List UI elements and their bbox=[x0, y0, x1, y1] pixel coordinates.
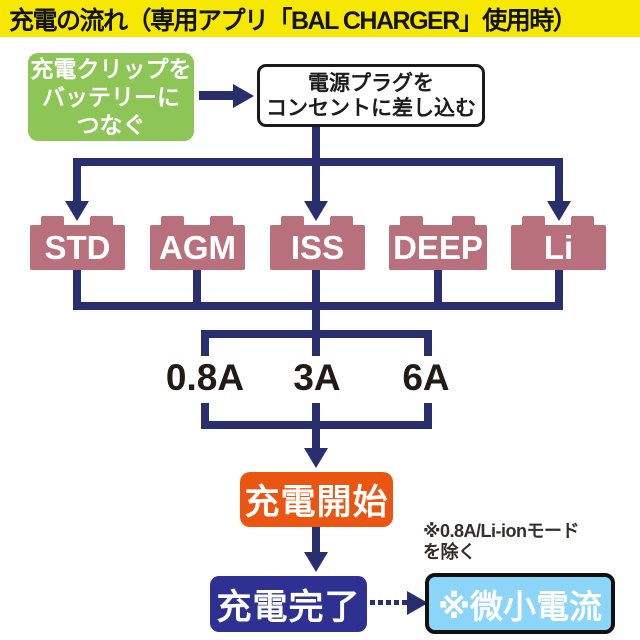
charge-start-box: 充電開始 bbox=[240, 472, 393, 527]
footnote-text: ※0.8A/Li-ionモード を除く bbox=[423, 521, 580, 562]
connector-line bbox=[555, 158, 563, 202]
connector-line bbox=[312, 270, 320, 310]
connector-line bbox=[312, 127, 320, 166]
trickle-current-box: ※微小電流 bbox=[425, 573, 615, 634]
dotted-arrow-icon bbox=[386, 600, 391, 605]
connector-line bbox=[201, 330, 209, 356]
page-title: 充電の流れ（専用アプリ「BAL CHARGER」使用時） bbox=[9, 6, 578, 35]
connector-line bbox=[312, 330, 320, 356]
battery-icon-agm: AGM bbox=[150, 216, 245, 270]
charge-complete-box: 充電完了 bbox=[210, 576, 367, 632]
battery-terminal bbox=[210, 216, 233, 226]
battery-icon-li: Li bbox=[511, 216, 606, 270]
current-bracket-bottom bbox=[201, 421, 432, 429]
clip-step-label: 充電クリップを バッテリーに つなぐ bbox=[30, 56, 192, 138]
charge-complete-label: 充電完了 bbox=[216, 587, 361, 627]
connector-line bbox=[201, 403, 209, 429]
battery-label: DEEP bbox=[393, 228, 483, 266]
battery-label: STD bbox=[44, 228, 111, 266]
arrow-down-icon bbox=[304, 552, 328, 572]
plug-step-label: 電源プラグを コンセントに差し込む bbox=[266, 71, 476, 120]
arrow-right-icon bbox=[233, 83, 254, 108]
connector-line bbox=[73, 270, 81, 310]
current-label-0-8a: 0.8A bbox=[165, 357, 245, 398]
connector-line bbox=[73, 158, 81, 202]
connector-line bbox=[424, 403, 432, 429]
battery-terminal bbox=[161, 216, 184, 226]
battery-terminal bbox=[330, 216, 353, 226]
battery-icon-deep: DEEP bbox=[389, 216, 487, 270]
battery-terminal bbox=[281, 216, 304, 226]
plug-step-box: 電源プラグを コンセントに差し込む bbox=[257, 64, 485, 127]
battery-label: AGM bbox=[159, 228, 236, 266]
connector-line bbox=[193, 270, 201, 310]
arrow-right-icon bbox=[407, 591, 428, 615]
connector-line bbox=[312, 429, 320, 449]
dotted-arrow-icon bbox=[402, 600, 407, 605]
battery-terminal bbox=[90, 216, 113, 226]
arrow-clip-to-plug-shaft bbox=[199, 91, 235, 100]
dotted-arrow-icon bbox=[394, 600, 399, 605]
clip-step-box: 充電クリップを バッテリーに つなぐ bbox=[28, 53, 194, 141]
battery-terminal bbox=[522, 216, 545, 226]
page-banner: 充電の流れ（専用アプリ「BAL CHARGER」使用時） bbox=[0, 0, 640, 37]
battery-terminal bbox=[452, 216, 475, 226]
arrow-down-icon bbox=[304, 201, 328, 221]
connector-line bbox=[555, 270, 563, 310]
arrow-down-icon bbox=[304, 448, 328, 468]
current-label-3a: 3A bbox=[293, 357, 341, 398]
battery-terminal bbox=[571, 216, 594, 226]
battery-label: Li bbox=[543, 228, 574, 266]
arrow-down-icon bbox=[547, 201, 571, 221]
dotted-arrow-icon bbox=[370, 600, 375, 605]
connector-line bbox=[312, 302, 320, 338]
dotted-arrow-icon bbox=[378, 600, 383, 605]
battery-icon-std: STD bbox=[30, 216, 125, 270]
charge-start-label: 充電開始 bbox=[244, 483, 389, 522]
arrow-down-icon bbox=[65, 201, 89, 221]
branch-bar-top bbox=[73, 158, 563, 166]
connector-line bbox=[434, 270, 442, 310]
connector-line bbox=[312, 527, 320, 553]
trickle-current-label: ※微小電流 bbox=[437, 587, 603, 625]
battery-label: ISS bbox=[290, 228, 345, 266]
battery-icon-iss: ISS bbox=[270, 216, 365, 270]
connector-line bbox=[424, 330, 432, 356]
connector-line bbox=[312, 166, 320, 202]
battery-terminal bbox=[41, 216, 64, 226]
connector-line bbox=[312, 403, 320, 429]
battery-terminal bbox=[400, 216, 423, 226]
current-label-6a: 6A bbox=[402, 357, 450, 398]
